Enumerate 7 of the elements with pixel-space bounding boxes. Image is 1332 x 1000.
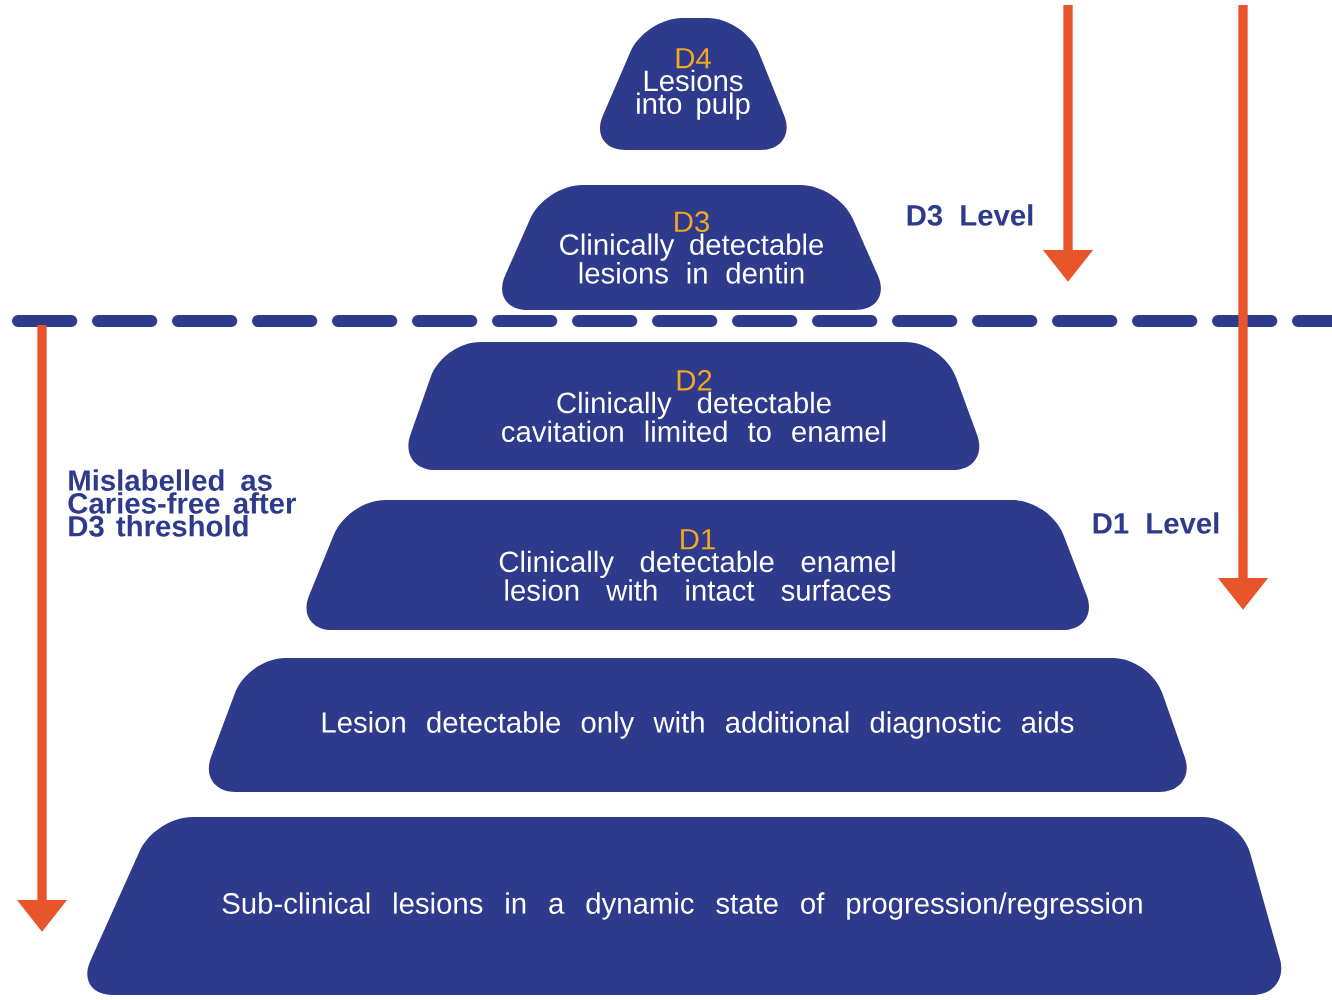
pyramid-level: D2 Clinically detectable cavitation limited to enamel <box>408 342 980 470</box>
pyramid-level: D4 Lesions into pulp <box>600 18 787 150</box>
pyramid-level: D1 Clinically detectable enamel lesion with intact surfaces <box>306 500 1089 630</box>
level-label: Mislabelled as Caries-free after D3 threshold <box>68 469 296 537</box>
pyramid-level: D3 Clinically detectable lesions in dentin <box>502 185 881 310</box>
pyramid-level: Sub-clinical lesions in a dynamic state of progression/regression <box>87 817 1282 995</box>
pyramid-level: Lesion detectable only with additional diagnostic aids <box>208 658 1187 792</box>
